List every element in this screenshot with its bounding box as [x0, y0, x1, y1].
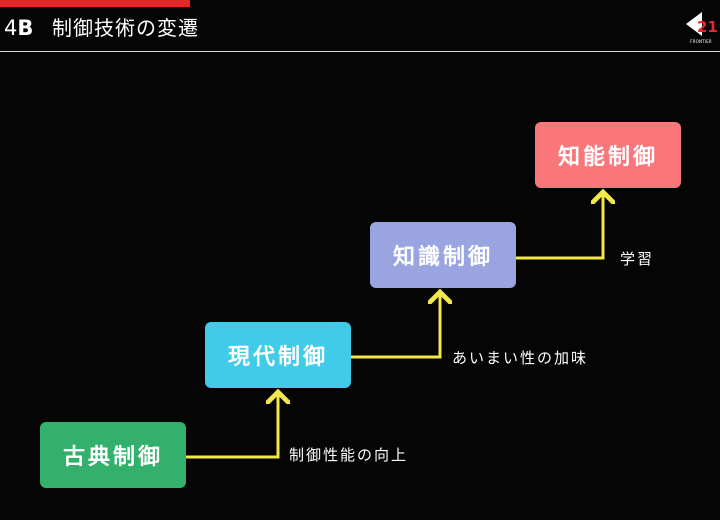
- brand-logo-icon: 21: [686, 12, 718, 36]
- transition-label-performance: 制御性能の向上: [289, 446, 409, 464]
- stage-intelligent-control: 知能制御: [535, 122, 681, 188]
- connector-arrow-1: [186, 392, 278, 459]
- connector-arrow-2: [351, 292, 440, 359]
- header-accent-bar: [0, 0, 190, 7]
- header-divider: [0, 51, 720, 52]
- connector-arrow-3: [516, 192, 603, 260]
- header: 4B 制御技術の変遷: [0, 8, 720, 52]
- logo-arrow-shape: [686, 12, 702, 36]
- logo-caption: FRONTIER: [690, 39, 712, 44]
- stage-knowledge-control: 知識制御: [370, 222, 516, 288]
- section-number-digit: 4: [4, 16, 18, 40]
- stage-classical-control: 古典制御: [40, 422, 186, 488]
- transition-label-learning: 学習: [620, 250, 655, 268]
- section-number-letter: B: [17, 16, 34, 40]
- transition-label-fuzziness: あいまい性の加味: [452, 349, 589, 367]
- logo-digits: 21: [697, 18, 718, 36]
- section-number: 4B: [4, 15, 33, 41]
- stage-modern-control: 現代制御: [205, 322, 351, 388]
- page-title: 制御技術の変遷: [52, 16, 199, 40]
